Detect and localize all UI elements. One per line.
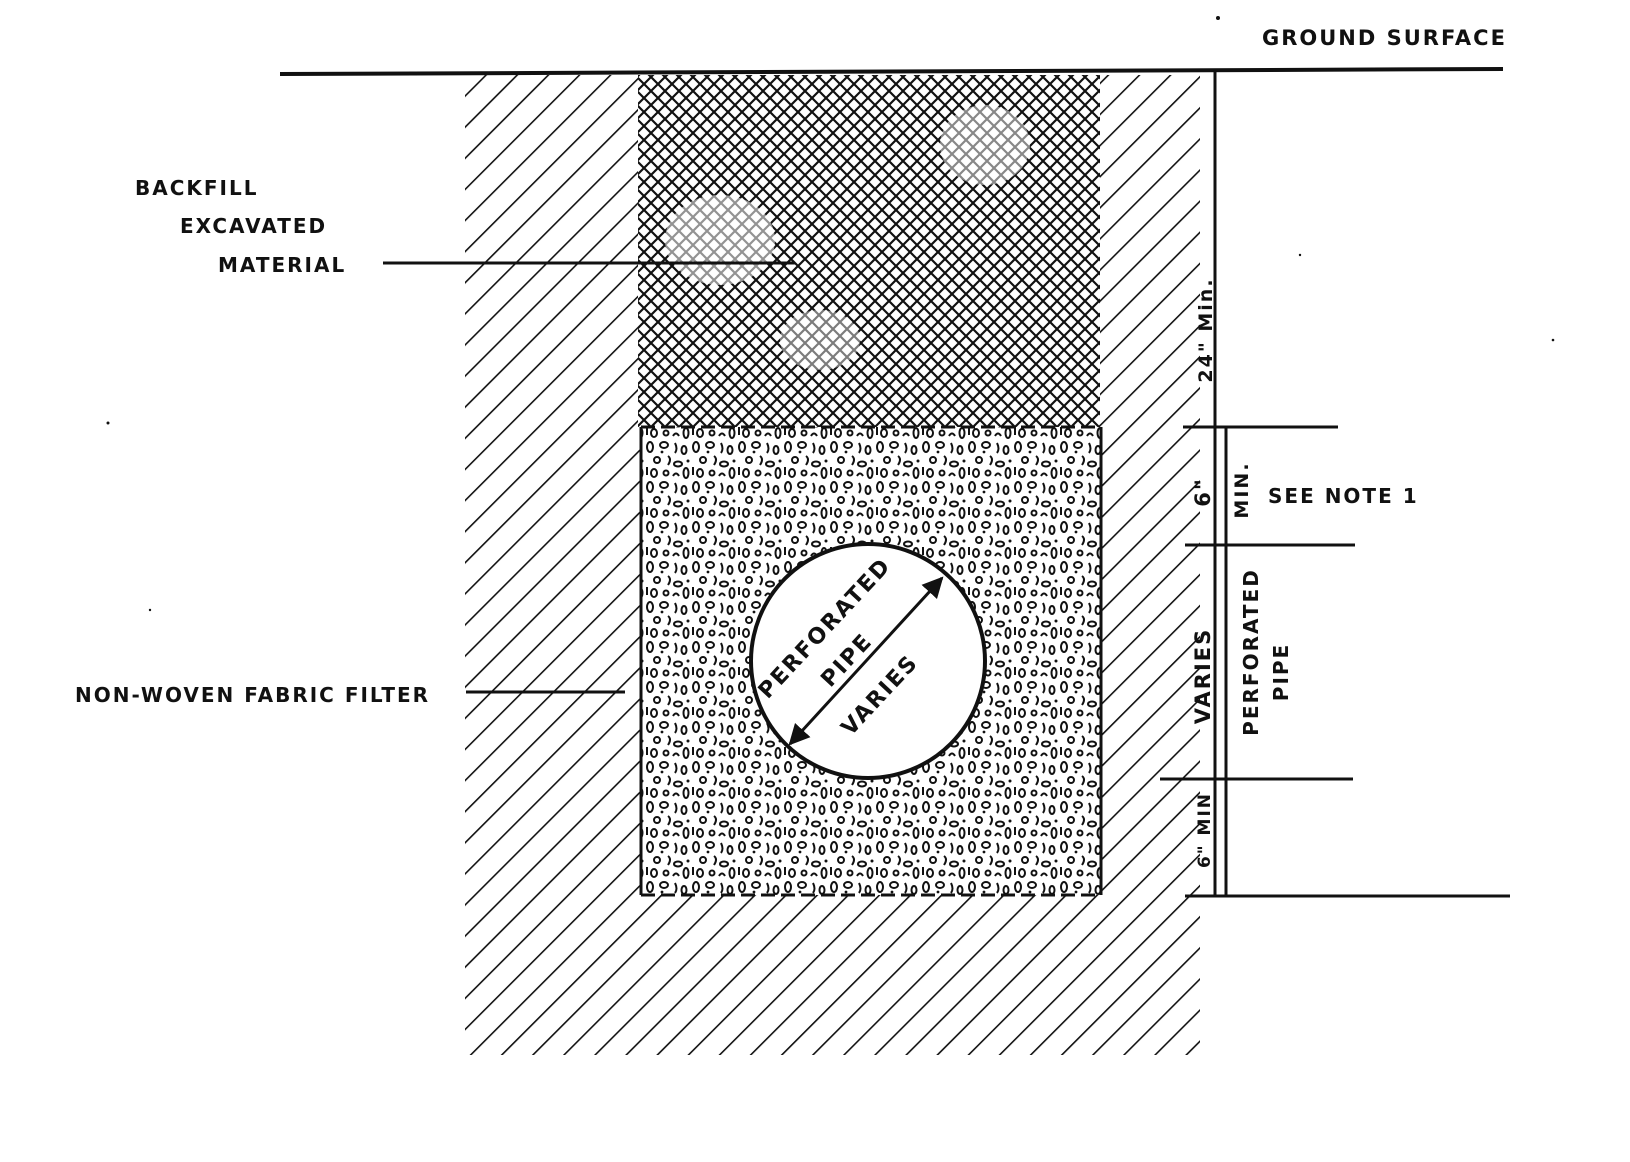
dim-perforated-pipe-line1: PERFORATED [1239, 568, 1263, 736]
ground-surface: GROUND SURFACE [279, 26, 1507, 76]
ground-surface-label: GROUND SURFACE [1262, 26, 1507, 50]
backfill-callout: BACKFILL EXCAVATED MATERIAL [135, 176, 795, 277]
dim-min: MIN. [1231, 461, 1253, 518]
gravel-envelope [639, 425, 1103, 897]
backfill-label-line3: MATERIAL [218, 253, 346, 277]
pipe-diameter-arrow [788, 576, 944, 746]
backfill-label-line1: BACKFILL [135, 176, 259, 200]
dim-perforated-pipe-line2: PIPE [1269, 643, 1293, 701]
backfill-zone [638, 75, 1100, 427]
backfill-label-line2: EXCAVATED [180, 214, 327, 238]
see-note-label: SEE NOTE 1 [1268, 484, 1419, 508]
dim-stone-above: 6" [1191, 477, 1215, 507]
dim-pipe-zone: VARIES [1191, 628, 1215, 725]
scan-specks [106, 16, 1555, 612]
dim-stone-below: 6" MIN [1195, 792, 1215, 868]
fabric-filter-label: NON-WOVEN FABRIC FILTER [75, 683, 430, 707]
fabric-callout: NON-WOVEN FABRIC FILTER [75, 683, 625, 707]
perforated-pipe: PERFORATED PIPE VARIES [749, 542, 987, 780]
dimension-lines [1160, 72, 1510, 898]
dimension-labels: 24" Min. 6" MIN. SEE NOTE 1 VARIES PERFO… [1191, 277, 1419, 868]
dim-cover-depth: 24" Min. [1195, 277, 1217, 382]
